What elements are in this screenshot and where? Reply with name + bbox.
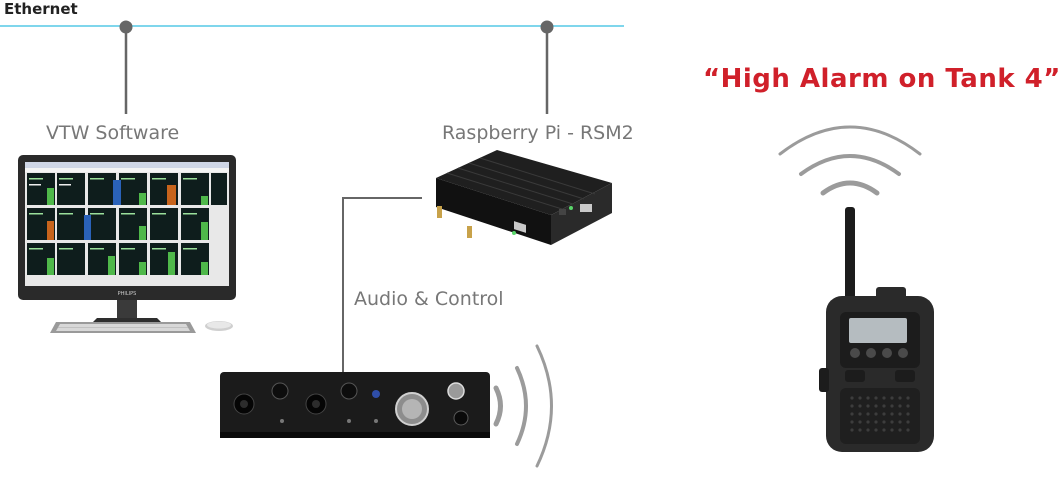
sound-waves-icon (493, 344, 553, 468)
alarm-message: “High Alarm on Tank 4” (703, 64, 1061, 94)
audio-control-connector (342, 197, 422, 372)
network-diagram: PHILIPS (0, 20, 934, 468)
audio-control-label: Audio & Control (354, 288, 504, 310)
raspberry-pi-label: Raspberry Pi - RSM2 (442, 122, 634, 144)
ethernet-label: Ethernet (4, 0, 78, 18)
vtw-ethernet-node (119, 20, 133, 34)
monitor-icon: PHILIPS (18, 155, 236, 333)
wireless-signal-icon (778, 125, 922, 196)
monitor-brand: PHILIPS (118, 291, 137, 297)
audio-interface-icon (220, 372, 490, 438)
rpi-ethernet-node (540, 20, 554, 34)
two-way-radio-icon (819, 207, 934, 452)
raspberry-pi-box-icon (436, 150, 612, 245)
vtw-software-label: VTW Software (46, 122, 180, 144)
monitor-screen-tiles (27, 173, 227, 275)
